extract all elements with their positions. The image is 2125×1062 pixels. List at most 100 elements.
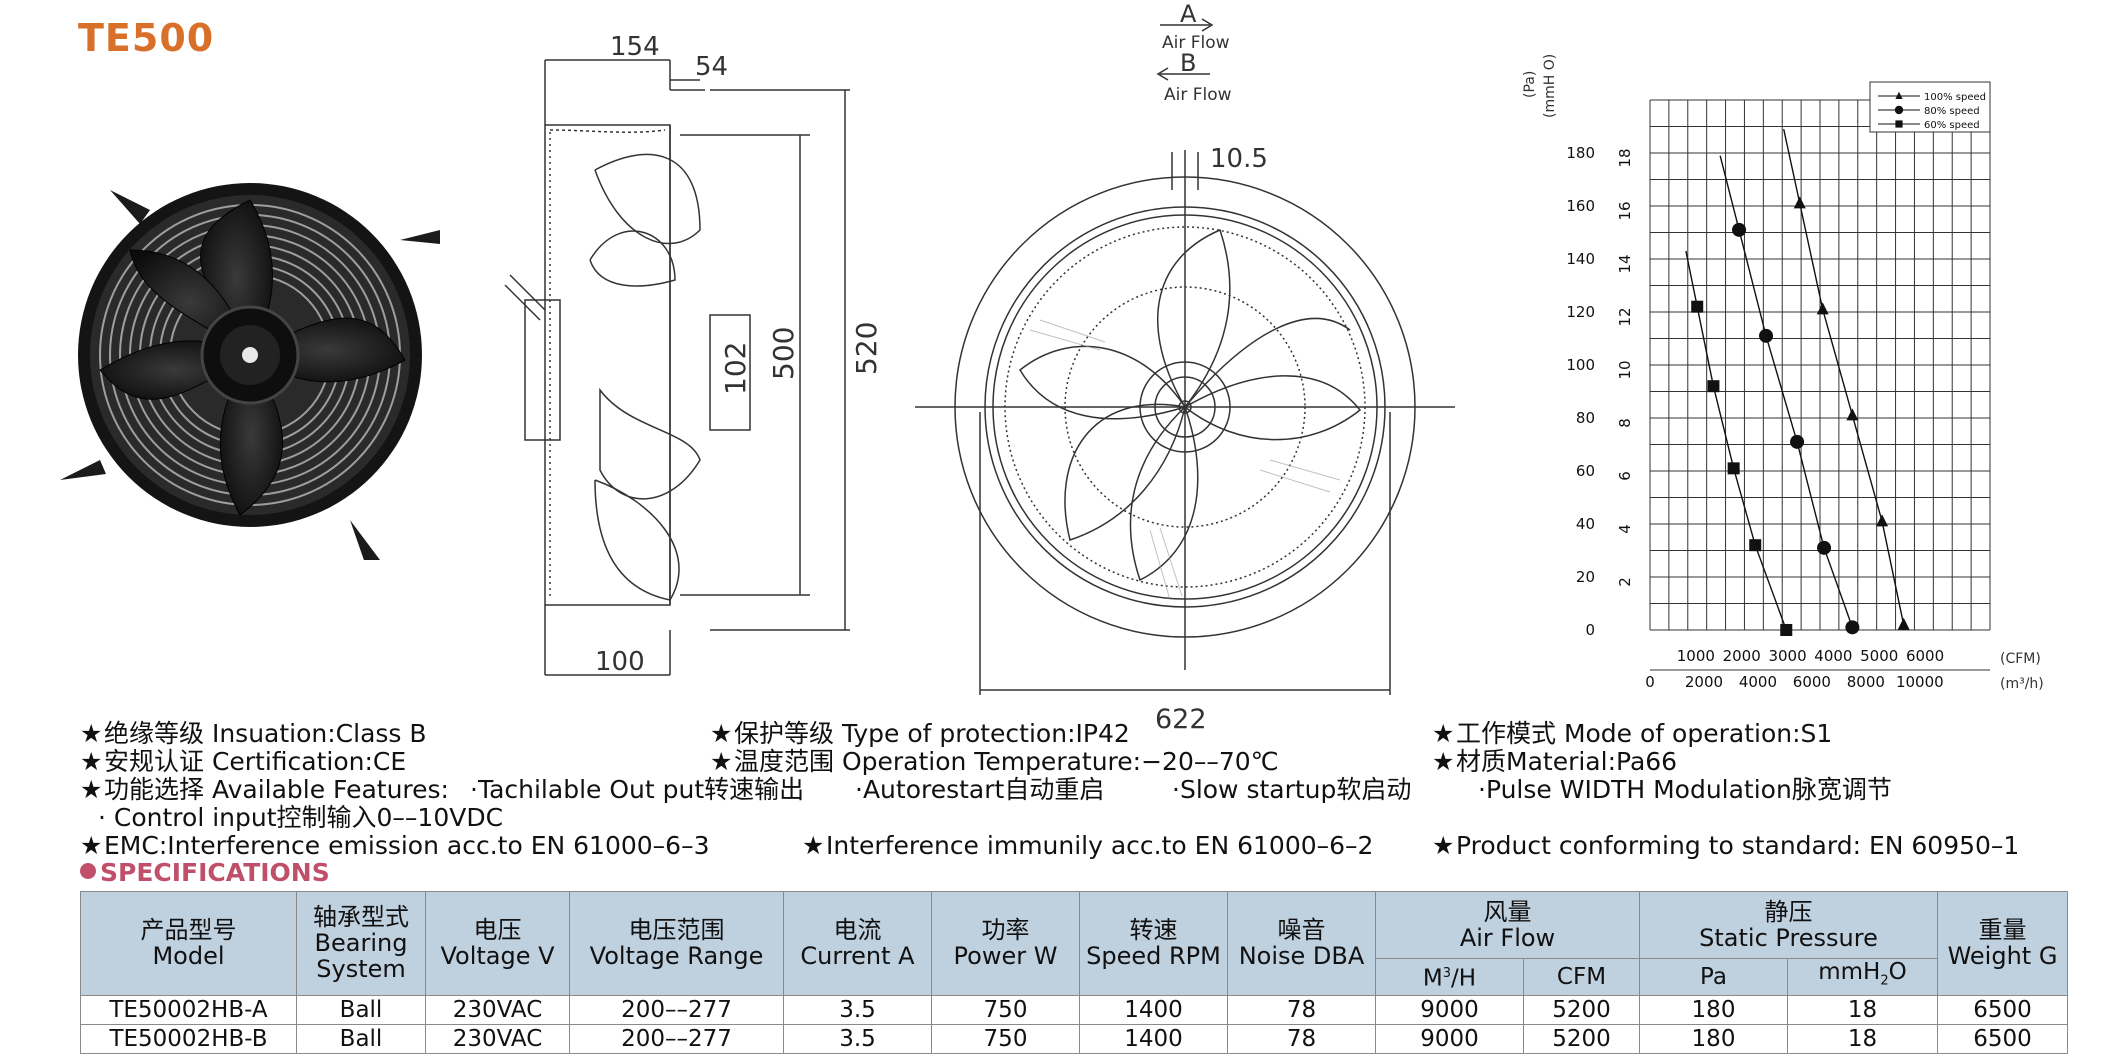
dim-54: 54 bbox=[695, 52, 728, 82]
table-cell: 750 bbox=[931, 1023, 1080, 1054]
x-tick-cfm: 5000 bbox=[1860, 647, 1898, 665]
legend-label: 60% speed bbox=[1924, 120, 1980, 131]
table-cell: 5200 bbox=[1523, 994, 1640, 1025]
table-cell: 3.5 bbox=[783, 1023, 932, 1054]
y-tick-pa: 80 bbox=[1576, 409, 1595, 427]
data-point bbox=[1749, 539, 1762, 552]
table-cell: 9000 bbox=[1375, 994, 1524, 1025]
data-point bbox=[1897, 617, 1910, 630]
header-cfm: CFM bbox=[1523, 958, 1640, 996]
x-axis-label-m3h: (m³/h) bbox=[2000, 676, 2044, 692]
data-point bbox=[1793, 196, 1806, 209]
x-tick-cfm: 6000 bbox=[1906, 647, 1944, 665]
specifications-heading: SPECIFICATIONS bbox=[80, 858, 330, 887]
x-tick-m3h: 2000 bbox=[1685, 673, 1723, 691]
table-cell: 230VAC bbox=[425, 994, 570, 1025]
table-cell: 9000 bbox=[1375, 1023, 1524, 1054]
performance-chart: 0204060801001201401601802468101214161810… bbox=[1522, 54, 2044, 692]
table-cell: 230VAC bbox=[425, 1023, 570, 1054]
data-point bbox=[1780, 624, 1793, 636]
feature-standard: ★Product conforming to standard: EN 6095… bbox=[1432, 831, 2020, 860]
y-tick-mmh2o: 6 bbox=[1616, 471, 1634, 481]
series-triangle bbox=[1783, 129, 1910, 630]
y-tick-mmh2o: 14 bbox=[1616, 254, 1634, 273]
data-point bbox=[1894, 105, 1904, 115]
x-tick-m3h: 8000 bbox=[1847, 673, 1885, 691]
legend-label: 100% speed bbox=[1924, 92, 1986, 103]
table-cell: TE50002HB-A bbox=[80, 994, 297, 1025]
table-cell: 18 bbox=[1786, 994, 1939, 1025]
series-square bbox=[1685, 250, 1793, 636]
y-tick-pa: 160 bbox=[1566, 197, 1595, 215]
data-point bbox=[1790, 434, 1805, 449]
y-tick-pa: 120 bbox=[1566, 303, 1595, 321]
table-cell: 6500 bbox=[1937, 994, 2069, 1025]
fan-photo bbox=[60, 183, 440, 560]
feature-temperature: ★温度范围 Operation Temperature:−20––70℃ bbox=[710, 747, 1279, 776]
data-point bbox=[1732, 222, 1747, 237]
data-point bbox=[1845, 620, 1860, 635]
table-cell: 180 bbox=[1639, 1023, 1788, 1054]
side-view-drawing: 154 54 102 500 520 100 bbox=[504, 32, 883, 677]
feature-emc: ★EMC:Interference emission acc.to EN 610… bbox=[80, 831, 710, 860]
header-pa: Pa bbox=[1639, 958, 1788, 996]
table-cell: 78 bbox=[1227, 994, 1376, 1025]
series-line bbox=[1719, 155, 1854, 628]
airflow-legend: A Air Flow B Air Flow bbox=[1156, 0, 1232, 105]
header-mmh2o: mmH2O bbox=[1786, 958, 1939, 996]
feature-material: ★材质Material:Pa66 bbox=[1432, 747, 1678, 776]
feature-mode: ★工作模式 Mode of operation:S1 bbox=[1432, 719, 1833, 748]
y-tick-mmh2o: 18 bbox=[1616, 148, 1634, 167]
dim-10-5: 10.5 bbox=[1210, 144, 1268, 174]
data-point bbox=[1691, 300, 1704, 313]
data-point bbox=[1846, 408, 1859, 421]
feature-insulation: ★绝缘等级 Insuation:Class B bbox=[80, 719, 427, 748]
chart-legend: 100% speed 80% speed 60% speed bbox=[1869, 81, 1991, 133]
y-tick-pa: 180 bbox=[1566, 144, 1595, 162]
y-axis-label-pa: (Pa) bbox=[1522, 71, 1538, 98]
x-tick-m3h: 10000 bbox=[1896, 673, 1944, 691]
data-point bbox=[1816, 302, 1829, 315]
airflow-b: B bbox=[1180, 49, 1196, 77]
feature-available: ★功能选择 Available Features: bbox=[80, 775, 449, 804]
series-line bbox=[1685, 250, 1787, 631]
data-point bbox=[1817, 540, 1832, 555]
y-tick-mmh2o: 4 bbox=[1616, 524, 1634, 534]
legend-label: 80% speed bbox=[1924, 106, 1980, 117]
table-cell: 1400 bbox=[1079, 1023, 1228, 1054]
dim-154: 154 bbox=[610, 32, 660, 62]
dim-520: 520 bbox=[850, 322, 883, 375]
feature-certification: ★安规认证 Certification:CE bbox=[80, 747, 407, 776]
table-cell: 750 bbox=[931, 994, 1080, 1025]
feature-slow-startup: ·Slow startup软启动 bbox=[1172, 775, 1412, 804]
y-tick-pa: 100 bbox=[1566, 356, 1595, 374]
airflow-a-label: Air Flow bbox=[1162, 33, 1230, 53]
y-tick-mmh2o: 12 bbox=[1616, 307, 1634, 326]
airflow-a: A bbox=[1180, 0, 1197, 28]
table-cell: 78 bbox=[1227, 1023, 1376, 1054]
x-tick-cfm: 1000 bbox=[1677, 647, 1715, 665]
dim-500: 500 bbox=[767, 327, 800, 380]
data-point bbox=[1727, 462, 1740, 475]
x-tick-cfm: 3000 bbox=[1768, 647, 1806, 665]
feature-tachilable: ·Tachilable Out put转速输出 bbox=[470, 775, 805, 804]
y-tick-mmh2o: 8 bbox=[1616, 418, 1634, 428]
table-cell: 1400 bbox=[1079, 994, 1228, 1025]
table-cell: 200––277 bbox=[569, 994, 784, 1025]
y-tick-mmh2o: 16 bbox=[1616, 201, 1634, 220]
dim-622: 622 bbox=[1155, 704, 1207, 730]
series-circle bbox=[1719, 155, 1860, 635]
